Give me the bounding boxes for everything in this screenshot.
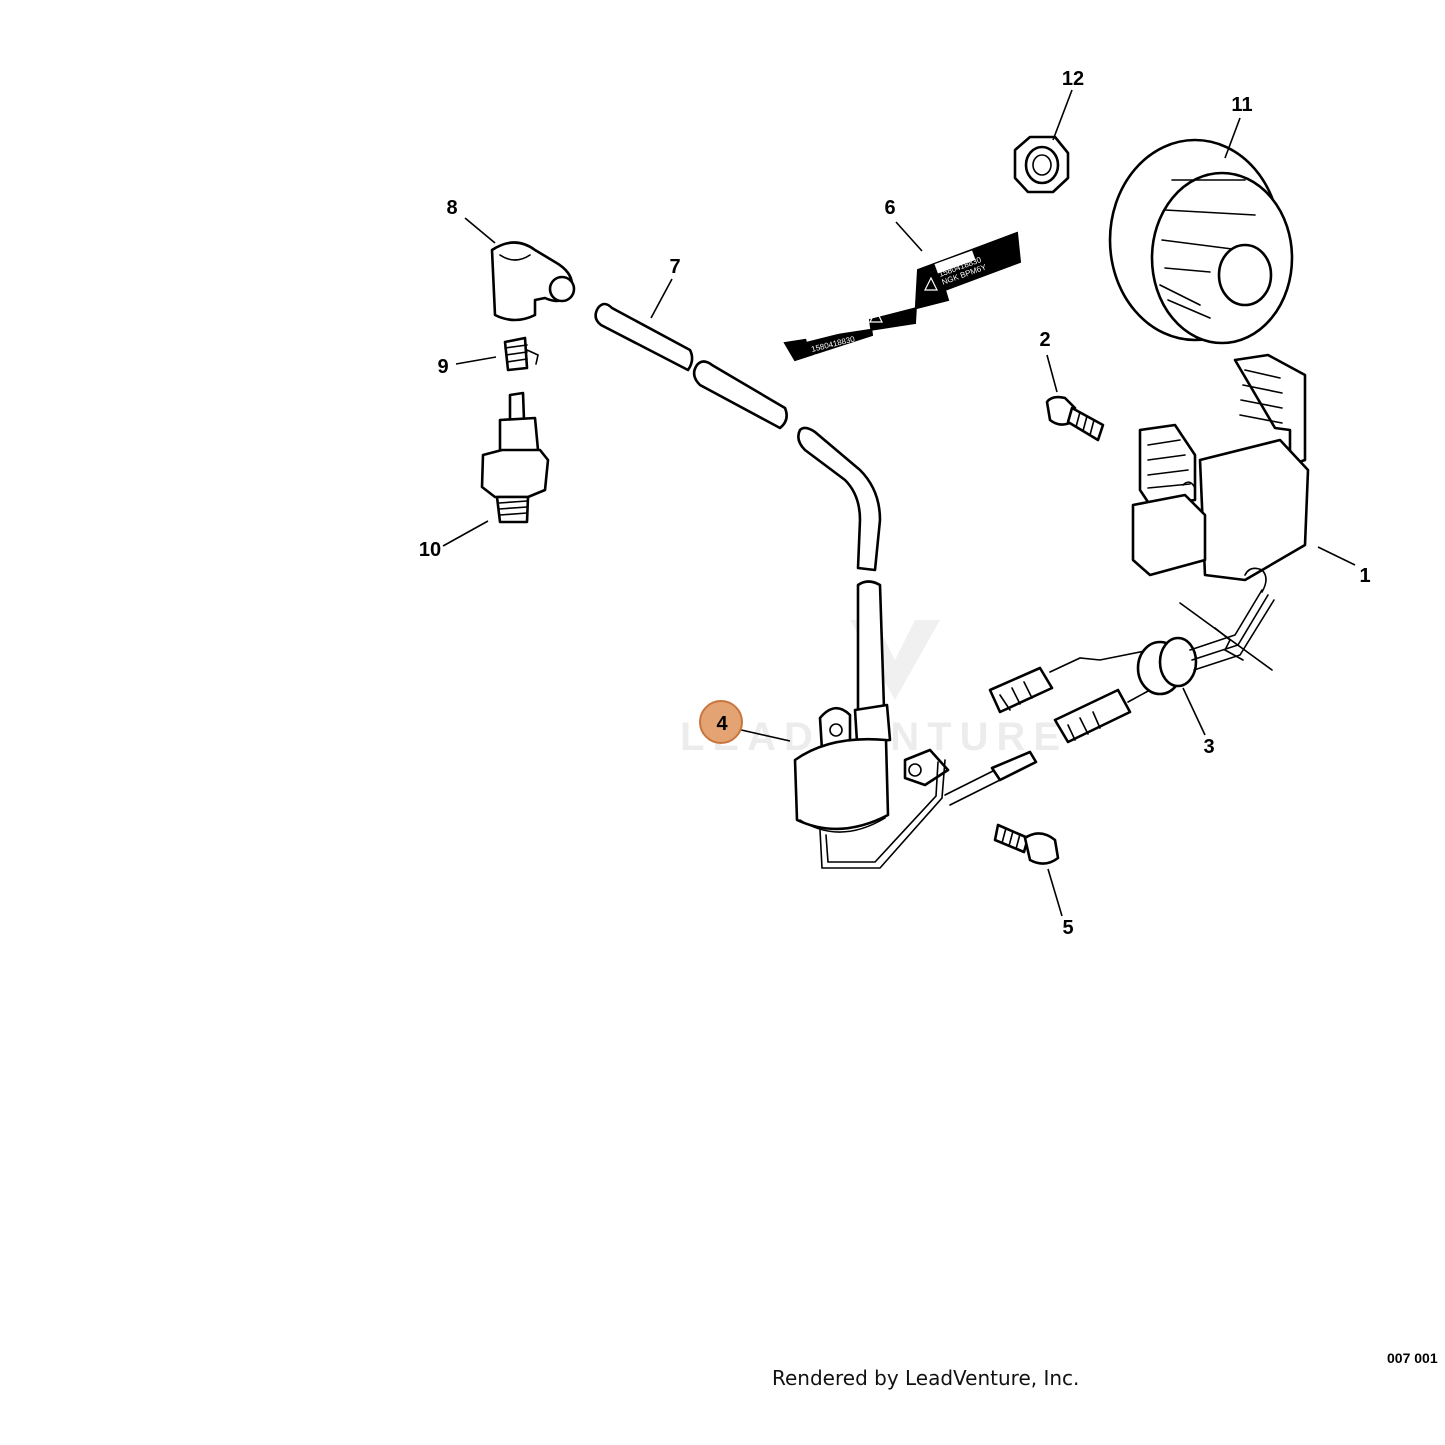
callout-5[interactable]: 5	[1062, 917, 1073, 939]
part-7-lead-tubes[interactable]	[594, 302, 886, 712]
callout-4-highlight[interactable]	[699, 700, 743, 744]
callouts: 1 2 3 4 5 6 7 8 9 10 11 12	[419, 68, 1371, 939]
callout-2[interactable]: 2	[1039, 329, 1050, 351]
part-8-spark-plug-cap[interactable]	[490, 241, 576, 322]
warning-icon	[869, 308, 883, 323]
part-11-flywheel[interactable]	[1108, 138, 1294, 345]
callout-4[interactable]: 4	[716, 713, 728, 735]
callout-12[interactable]: 12	[1062, 68, 1084, 90]
diagram-code: 007 001	[1387, 1350, 1438, 1366]
callout-10[interactable]: 10	[419, 539, 441, 561]
callout-11[interactable]: 11	[1231, 94, 1252, 116]
part-4-ignition-coil[interactable]	[793, 703, 1038, 869]
part-5-screw[interactable]	[993, 823, 1060, 865]
callout-9[interactable]: 9	[437, 356, 448, 378]
part-9-spring[interactable]	[503, 336, 539, 372]
callout-7[interactable]: 7	[669, 256, 680, 278]
footer-credit: Rendered by LeadVenture, Inc.	[772, 1366, 1080, 1390]
callout-1[interactable]: 1	[1359, 565, 1370, 587]
part-12-nut[interactable]	[1013, 135, 1070, 194]
leader-lines	[442, 89, 1356, 917]
part-2-screw[interactable]	[1045, 395, 1105, 442]
callout-8[interactable]: 8	[446, 197, 457, 219]
part-6-decal[interactable]: 1580418830 NGK BPM6Y 1580418830 NGK BPM6…	[783, 231, 1022, 362]
callout-6[interactable]: 6	[884, 197, 895, 219]
part-1-charge-coil[interactable]	[1131, 353, 1310, 593]
part-3-wiring-harness[interactable]	[988, 589, 1275, 744]
warning-icon	[924, 276, 938, 291]
callout-3[interactable]: 3	[1203, 736, 1214, 758]
part-10-spark-plug[interactable]	[480, 391, 550, 524]
